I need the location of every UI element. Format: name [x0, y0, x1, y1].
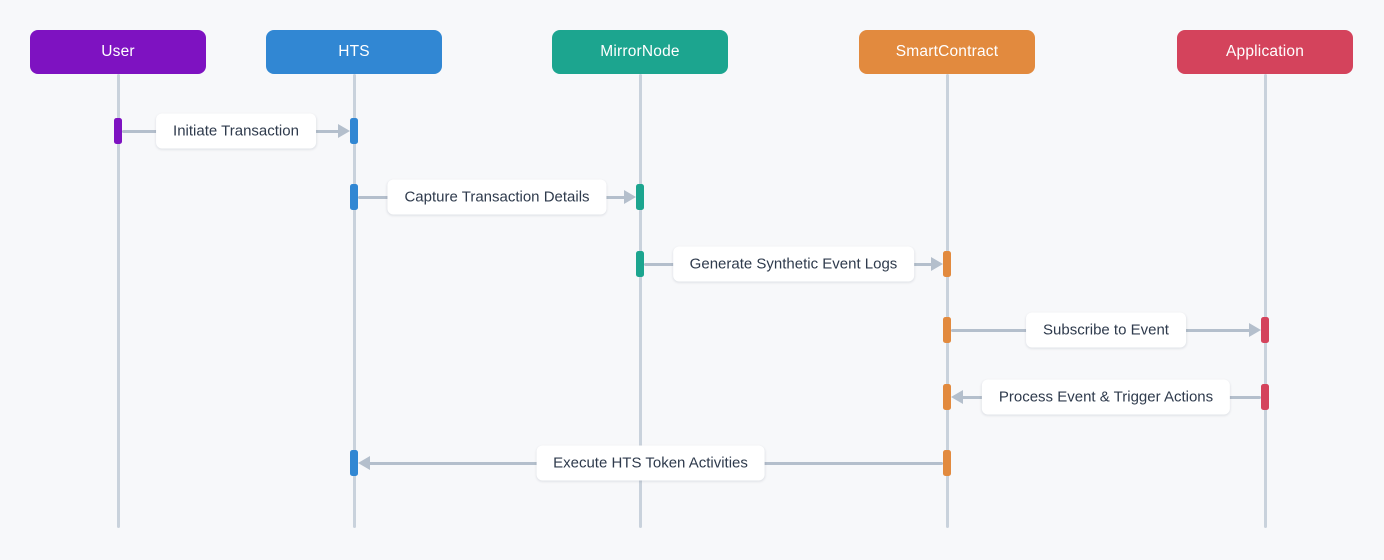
activation-bar-application [1261, 317, 1269, 343]
activation-bar-smartcontract [943, 251, 951, 277]
activation-bar-smartcontract [943, 384, 951, 410]
arrowhead-icon [358, 456, 370, 470]
participant-box-user: User [30, 30, 206, 74]
message-label: Subscribe to Event [1026, 312, 1186, 348]
message-label: Generate Synthetic Event Logs [672, 246, 915, 282]
activation-bar-user [114, 118, 122, 144]
arrowhead-icon [1249, 323, 1261, 337]
message-label: Execute HTS Token Activities [536, 445, 765, 481]
participant-label: User [101, 43, 135, 60]
message-label: Initiate Transaction [156, 113, 316, 149]
participant-box-application: Application [1177, 30, 1353, 74]
activation-bar-smartcontract [943, 450, 951, 476]
participant-label: Application [1225, 43, 1305, 60]
activation-bar-hts [350, 184, 358, 210]
arrowhead-icon [951, 390, 963, 404]
participant-label: SmartContract [895, 43, 999, 60]
lifeline-user [116, 74, 120, 528]
activation-bar-mirrornode [636, 184, 644, 210]
message-label: Capture Transaction Details [387, 179, 607, 215]
arrowhead-icon [931, 257, 943, 271]
activation-bar-hts [350, 450, 358, 476]
participant-box-mirrornode: MirrorNode [552, 30, 728, 74]
arrowhead-icon [338, 124, 350, 138]
arrowhead-icon [624, 190, 636, 204]
activation-bar-hts [350, 118, 358, 144]
lifeline-hts [352, 74, 356, 528]
lifeline-mirrornode [638, 74, 642, 528]
activation-bar-mirrornode [636, 251, 644, 277]
message-label: Process Event & Trigger Actions [981, 379, 1231, 415]
participant-box-hts: HTS [266, 30, 442, 74]
lifeline-application [1263, 74, 1267, 528]
participant-label: MirrorNode [600, 43, 680, 60]
participant-box-smartcontract: SmartContract [859, 30, 1035, 74]
lifeline-smartcontract [945, 74, 949, 528]
participant-label: HTS [338, 43, 370, 60]
activation-bar-application [1261, 384, 1269, 410]
activation-bar-smartcontract [943, 317, 951, 343]
